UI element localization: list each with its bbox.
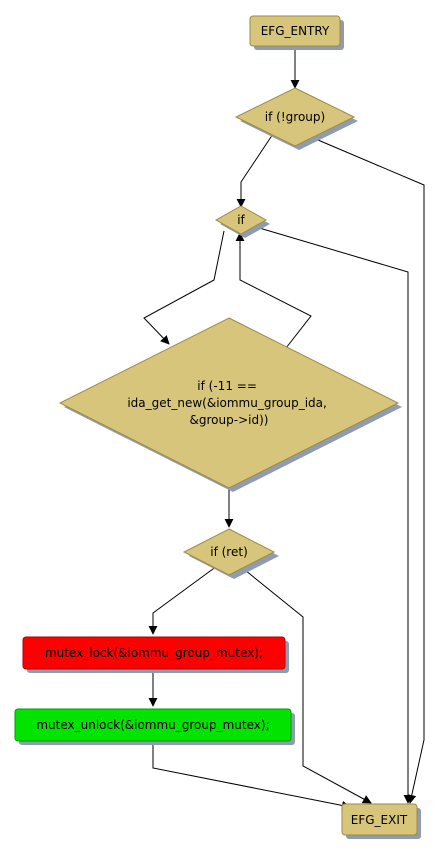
node-mutex-lock-label: mutex_lock(&iommu_group_mutex); — [45, 646, 263, 660]
node-mutex-lock[interactable]: mutex_lock(&iommu_group_mutex); — [22, 636, 286, 670]
node-if-group-diamond — [234, 87, 356, 147]
edges — [143, 46, 425, 810]
node-mutex-lock-box — [22, 636, 286, 670]
edge-mutex-unlock-to-exit — [152, 742, 351, 810]
node-efg-entry[interactable]: EFG_ENTRY — [249, 15, 341, 47]
nodes: EFG_ENTRY if (!group) if if (-11 == ida_… — [14, 15, 418, 836]
node-efg-entry-box — [249, 15, 341, 47]
node-efg-exit[interactable]: EFG_EXIT — [341, 803, 418, 836]
node-mutex-unlock-box — [14, 708, 292, 742]
node-if-ida-line-2: ida_get_new(&iommu_group_ida, — [127, 396, 326, 410]
node-if-group[interactable]: if (!group) — [234, 87, 356, 147]
node-if-ida-diamond — [58, 317, 400, 489]
node-if-loop[interactable]: if — [214, 205, 268, 235]
node-if-ida-line-3: &group->id)) — [190, 413, 269, 427]
node-if-group-label: if (!group) — [265, 110, 325, 124]
edge-if-ida-back-to-if-loop — [235, 232, 312, 349]
node-if-ret[interactable]: if (ret) — [182, 528, 276, 576]
edge-if-group-to-if-loop — [236, 133, 274, 208]
node-efg-exit-box — [341, 803, 418, 836]
node-mutex-unlock-label: mutex_unlock(&iommu_group_mutex); — [36, 718, 269, 732]
edge-if-ret-to-mutex-lock — [148, 565, 218, 635]
node-efg-entry-label: EFG_ENTRY — [261, 24, 330, 38]
node-if-ida-line-1: if (-11 == — [197, 379, 257, 393]
node-efg-exit-label: EFG_EXIT — [351, 813, 408, 827]
edge-if-ret-to-exit — [239, 565, 372, 804]
edge-if-loop-to-exit — [255, 226, 413, 804]
node-if-ida[interactable]: if (-11 == ida_get_new(&iommu_group_ida,… — [58, 317, 400, 489]
node-mutex-unlock[interactable]: mutex_unlock(&iommu_group_mutex); — [14, 708, 292, 742]
node-if-loop-label: if — [237, 213, 245, 227]
node-if-loop-diamond — [214, 205, 268, 235]
node-if-ida-label: if (-11 == ida_get_new(&iommu_group_ida,… — [127, 379, 330, 427]
node-if-ret-diamond — [182, 528, 276, 576]
node-if-ret-label: if (ret) — [210, 545, 248, 559]
edge-if-loop-to-if-ida — [143, 230, 225, 345]
edge-if-group-to-exit — [317, 139, 425, 804]
